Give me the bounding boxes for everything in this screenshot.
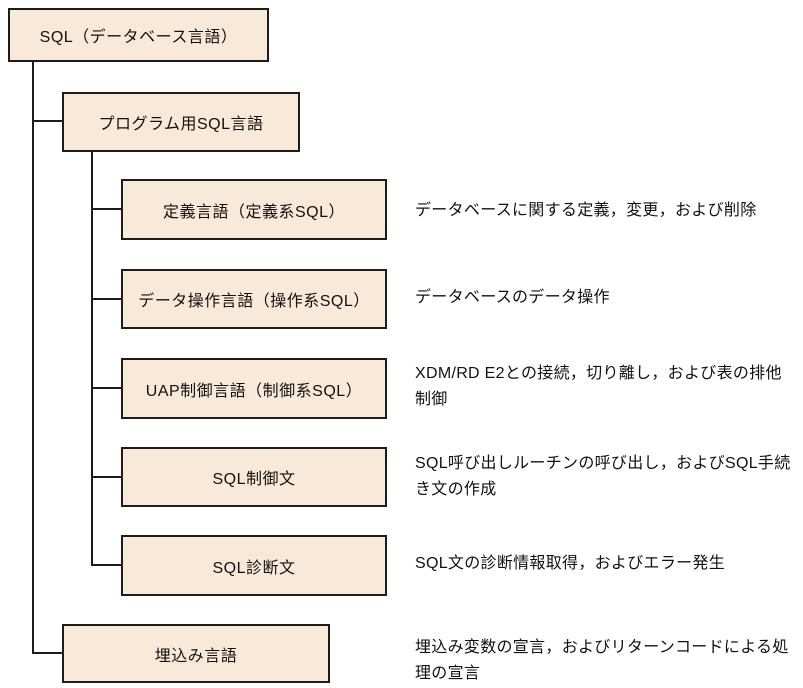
node-uap-control-language-label: UAP制御言語（制御系SQL）: [145, 382, 363, 400]
connector-branch-definition-language: [91, 208, 121, 210]
node-program-sql: プログラム用SQL言語: [62, 92, 300, 152]
node-data-manipulation-language: データ操作言語（操作系SQL）: [121, 269, 387, 329]
node-sql-diagnostic-statement: SQL診断文: [121, 535, 387, 596]
node-data-manipulation-language-label: データ操作言語（操作系SQL）: [138, 293, 370, 310]
connector-branch-uap-control-language: [91, 387, 121, 389]
node-embedded-language: 埋込み言語: [62, 624, 330, 683]
connector-branch-embedded-language: [32, 652, 62, 654]
node-definition-language-label: 定義言語（定義系SQL）: [162, 203, 346, 221]
connector-branch-sql-control-statement: [91, 476, 121, 478]
description-sql-diagnostic-statement: SQL文の診断情報取得，およびエラー発生: [415, 555, 726, 572]
connector-rail-program-sql: [91, 151, 93, 565]
connector-rail-root: [32, 62, 34, 654]
node-sql-control-statement: SQL制御文: [121, 447, 387, 507]
node-sql-root: SQL（データベース言語）: [8, 8, 269, 62]
connector-branch-data-manipulation-language: [91, 298, 121, 300]
node-embedded-language-label: 埋込み言語: [154, 647, 238, 665]
node-sql-diagnostic-statement-label: SQL診断文: [212, 559, 296, 577]
node-sql-control-statement-label: SQL制御文: [212, 471, 296, 488]
description-sql-control-statement: SQL呼び出しルーチンの呼び出し，およびSQL手続き文の作成: [415, 455, 791, 498]
connector-branch-program-sql: [32, 120, 62, 122]
description-uap-control-language: XDM/RD E2との接続，切り離し，および表の排他制御: [415, 365, 782, 408]
description-data-manipulation-language: データベースのデータ操作: [415, 289, 610, 306]
node-sql-root-label: SQL（データベース言語）: [39, 29, 238, 46]
node-program-sql-label: プログラム用SQL言語: [98, 116, 264, 133]
description-embedded-language: 埋込み変数の宣言，およびリターンコードによる処理の宣言: [415, 639, 789, 682]
node-definition-language: 定義言語（定義系SQL）: [121, 179, 387, 240]
node-uap-control-language: UAP制御言語（制御系SQL）: [121, 358, 387, 419]
description-definition-language: データベースに関する定義，変更，および削除: [415, 202, 757, 219]
connector-branch-sql-diagnostic-statement: [91, 564, 121, 566]
